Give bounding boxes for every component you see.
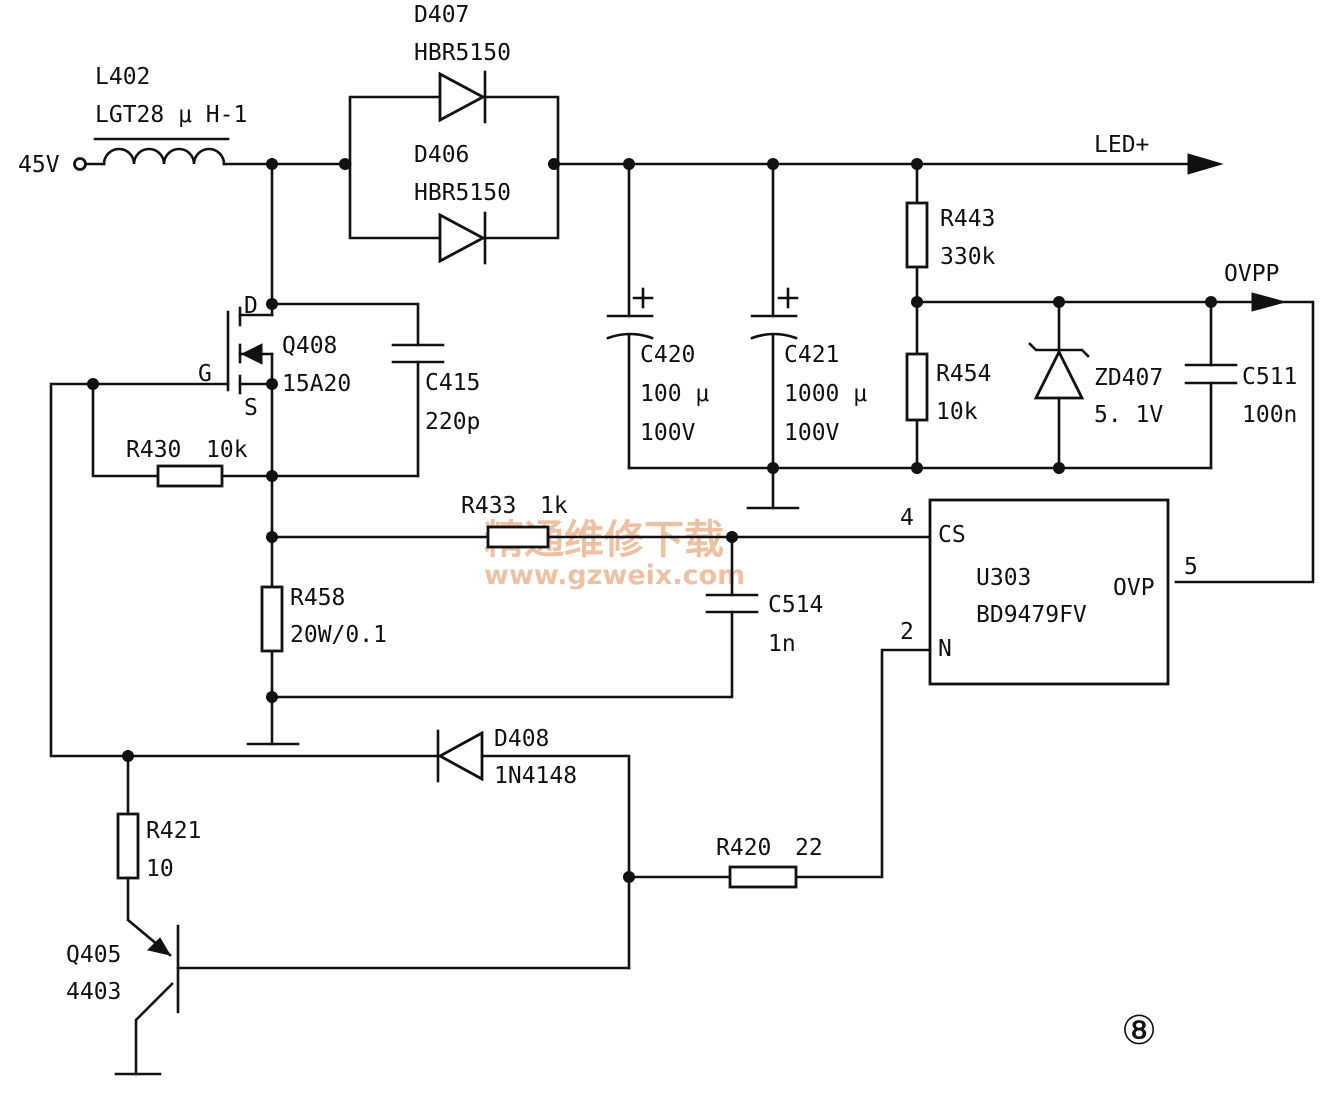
- q405-ref: Q405: [66, 942, 121, 968]
- c421-value: 1000 μ: [784, 381, 867, 407]
- ic-part: BD9479FV: [976, 602, 1087, 628]
- capacitor-c511: [1184, 300, 1238, 470]
- ic-u303: [928, 498, 1170, 686]
- c511-value: 100n: [1242, 402, 1297, 428]
- d408-value: 1N4148: [494, 763, 577, 789]
- diode-d406: [438, 211, 487, 265]
- q408-pin-s: S: [244, 395, 258, 421]
- led-plus-label: LED+: [1094, 132, 1149, 158]
- resistor-r421: [116, 812, 140, 880]
- resistor-r458: [260, 585, 284, 653]
- c514-value: 1n: [768, 631, 796, 657]
- ic-pin-cs-num: 4: [900, 505, 914, 531]
- transistor-q405: [114, 876, 631, 1076]
- r433-value: 1k: [540, 493, 568, 519]
- q408-ref: Q408: [282, 333, 337, 359]
- ic-pin-n-num: 2: [900, 619, 914, 645]
- ic-pin-ovp: OVP: [1113, 575, 1155, 601]
- l402-ref: L402: [95, 64, 150, 90]
- c415-value: 220p: [425, 409, 480, 435]
- q408-value: 15A20: [282, 371, 351, 397]
- watermark-url: www.gzweix.com: [484, 560, 745, 591]
- r420-value: 22: [795, 835, 823, 861]
- capacitor-c421: [746, 162, 800, 510]
- ic-pin-cs: CS: [938, 522, 966, 548]
- zener-zd407: [1028, 300, 1090, 470]
- ic-ref: U303: [976, 565, 1031, 591]
- q408-pin-d: D: [244, 293, 258, 319]
- resistor-r420: [728, 865, 798, 889]
- q405-value: 4403: [66, 979, 121, 1005]
- r430-ref: R430: [126, 437, 181, 463]
- diode-d408: [436, 729, 631, 970]
- c420-voltage: 100V: [640, 420, 696, 446]
- diode-d407: [438, 70, 487, 124]
- l402-value: LGT28 μ H-1: [95, 102, 247, 128]
- r443-ref: R443: [940, 206, 995, 232]
- d408-ref: D408: [494, 726, 549, 752]
- zd407-ref: ZD407: [1094, 365, 1163, 391]
- d406-ref: D406: [414, 142, 469, 168]
- ic-pin-ovp-num: 5: [1184, 554, 1198, 580]
- c421-ref: C421: [784, 342, 839, 368]
- capacitor-c514: [270, 535, 759, 699]
- r454-ref: R454: [936, 361, 991, 387]
- c514-ref: C514: [768, 592, 823, 618]
- r430-value: 10k: [206, 437, 248, 463]
- watermark: 精通维修下载 www.gzweix.com: [484, 517, 745, 591]
- c511-ref: C511: [1242, 364, 1297, 390]
- resistor-r443: [905, 201, 929, 269]
- d407-value: HBR5150: [414, 40, 511, 66]
- r433-ref: R433: [461, 493, 516, 519]
- resistor-r430: [156, 464, 224, 488]
- figure-number: ⑧: [1121, 1008, 1157, 1054]
- r454-value: 10k: [936, 399, 978, 425]
- input-terminal-circle: [73, 157, 87, 171]
- r420-ref: R420: [716, 835, 771, 861]
- input-terminal: [73, 157, 106, 171]
- c415-ref: C415: [425, 370, 480, 396]
- input-voltage-label: 45V: [18, 152, 60, 178]
- ic-pin-n: N: [938, 636, 952, 662]
- r458-value: 20W/0.1: [290, 622, 387, 648]
- r443-value: 330k: [940, 244, 996, 270]
- c421-voltage: 100V: [784, 420, 840, 446]
- inductor-l402: [93, 137, 230, 166]
- resistor-r454: [905, 352, 929, 422]
- r421-ref: R421: [146, 818, 201, 844]
- capacitor-c420: [606, 162, 654, 470]
- led-plus-arrow: [1187, 153, 1224, 175]
- d406-value: HBR5150: [414, 180, 511, 206]
- zd407-value: 5. 1V: [1094, 402, 1163, 428]
- capacitor-c415: [270, 302, 445, 478]
- ovpp-arrow: [1251, 292, 1287, 312]
- q408-pin-g: G: [198, 361, 212, 387]
- diode-pair: [348, 70, 560, 265]
- mosfet-q408: [226, 302, 274, 478]
- resistor-r433: [486, 525, 550, 549]
- r421-value: 10: [146, 856, 174, 882]
- r458-ref: R458: [290, 585, 345, 611]
- c420-ref: C420: [640, 342, 695, 368]
- c420-value: 100 μ: [640, 381, 709, 407]
- junction-dots: [87, 158, 1217, 883]
- d407-ref: D407: [414, 2, 469, 28]
- ovpp-label: OVPP: [1224, 261, 1279, 287]
